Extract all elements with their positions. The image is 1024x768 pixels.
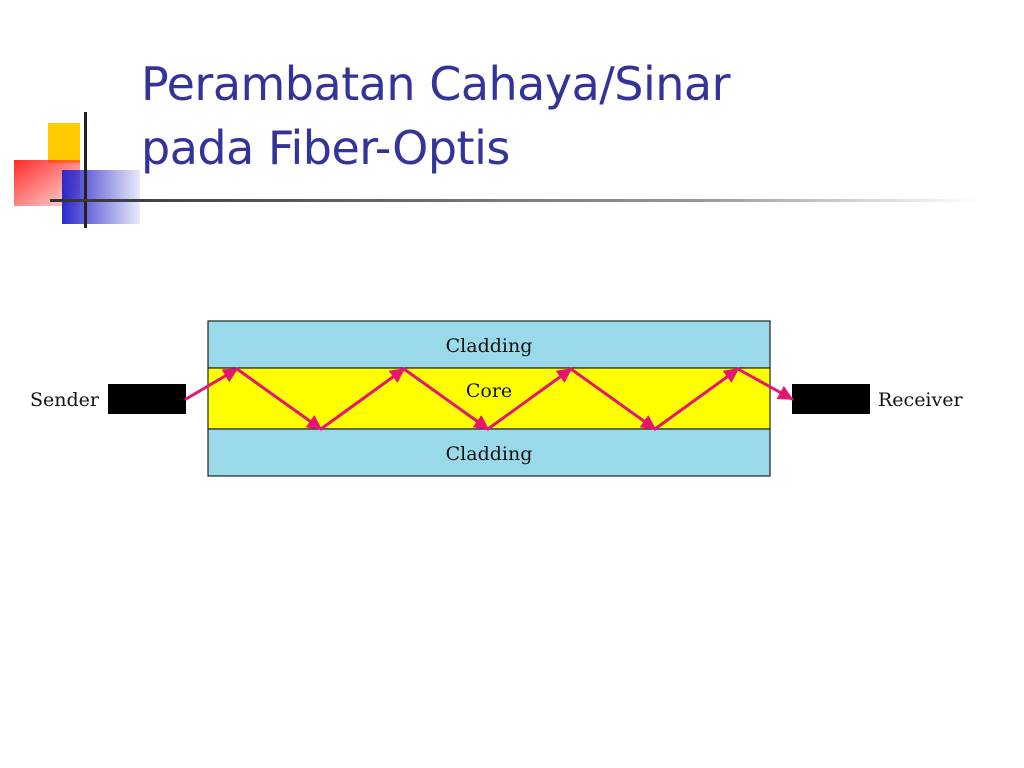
title-underline (50, 199, 980, 202)
receiver-label: Receiver (878, 389, 963, 411)
slide-title: Perambatan Cahaya/Sinar pada Fiber-Optis (141, 52, 731, 180)
deco-yellow-square (48, 123, 80, 163)
ray-segment (184, 367, 239, 401)
receiver-device (792, 384, 870, 414)
ray-segment (569, 367, 657, 431)
light-ray (184, 367, 794, 431)
deco-vertical-line (84, 112, 87, 228)
ray-segment (402, 367, 490, 431)
slide-corner-decoration (14, 112, 980, 228)
ray-segment (235, 367, 323, 431)
sender-device (108, 384, 186, 414)
ray-segment (486, 367, 573, 431)
sender-label: Sender (30, 389, 100, 411)
slide-title-line-2: pada Fiber-Optis (141, 121, 510, 175)
ray-segment (319, 367, 406, 431)
core-label: Core (466, 380, 512, 402)
cladding-bottom-label: Cladding (446, 443, 533, 465)
cladding-bottom (207, 428, 771, 477)
ray-segment (736, 367, 794, 401)
ray-segment (653, 367, 740, 431)
deco-blue-square (62, 170, 140, 224)
slide-title-line-1: Perambatan Cahaya/Sinar (141, 57, 731, 111)
cladding-top-label: Cladding (446, 335, 533, 357)
cladding-top (207, 320, 771, 369)
